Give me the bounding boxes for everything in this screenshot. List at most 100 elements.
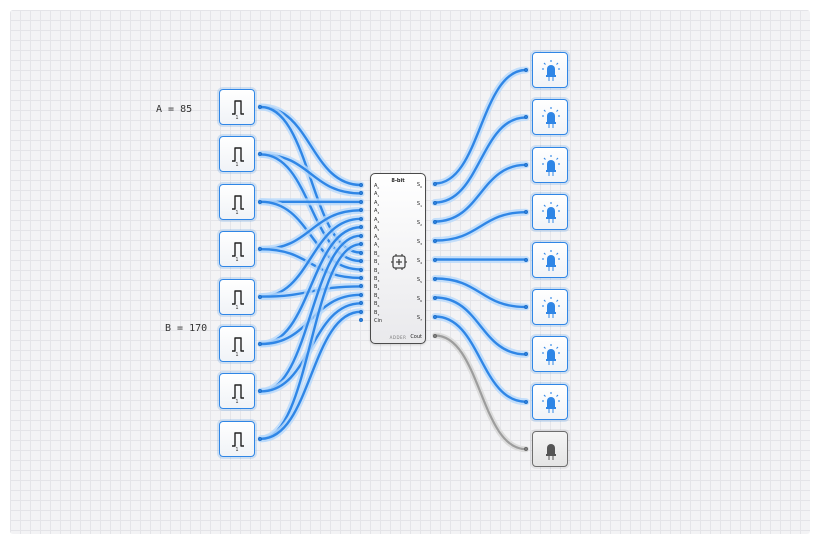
chip-output-port-s0[interactable] — [433, 181, 437, 186]
led-icon — [542, 107, 560, 129]
output-pin-s1: S1 — [416, 200, 422, 208]
switch-port-1[interactable] — [258, 152, 262, 157]
chip-output-port-cout[interactable] — [433, 333, 437, 338]
led-port-4[interactable] — [524, 257, 528, 262]
input-pin-a5: A5 — [374, 225, 380, 233]
input-pin-a0: A0 — [374, 183, 380, 190]
input-switch-2[interactable]: 1 — [219, 183, 255, 220]
chip-input-port-a6[interactable] — [359, 233, 363, 238]
output-led-4[interactable] — [532, 241, 568, 278]
chip-input-port-b5[interactable] — [359, 292, 363, 297]
output-led-5[interactable] — [532, 289, 568, 325]
chip-input-port-b2[interactable] — [359, 267, 363, 272]
led-port-8[interactable] — [524, 447, 528, 452]
output-pin-cout: Cout — [410, 333, 422, 340]
chip-input-port-a0[interactable] — [359, 183, 363, 187]
switch-port-3[interactable] — [258, 247, 262, 252]
chip-output-port-s3[interactable] — [433, 238, 437, 243]
output-led-8[interactable] — [532, 431, 568, 468]
output-pin-s5: S5 — [416, 276, 422, 284]
switch-value: 1 — [235, 352, 239, 358]
pulse-icon — [232, 337, 244, 352]
led-icon — [542, 202, 560, 224]
chip-input-port-b3[interactable] — [359, 275, 363, 280]
chip-input-port-a7[interactable] — [359, 242, 363, 247]
chip-input-port-b1[interactable] — [359, 259, 363, 264]
output-led-6[interactable] — [532, 336, 568, 373]
chip-input-port-a3[interactable] — [359, 208, 363, 213]
led-port-5[interactable] — [524, 305, 528, 309]
chip-input-port-b6[interactable] — [359, 301, 363, 306]
switch-port-0[interactable] — [258, 105, 262, 109]
input-pin-a6: A6 — [374, 233, 380, 241]
switch-value: 1 — [235, 257, 239, 264]
pulse-icon — [232, 147, 244, 163]
led-icon — [546, 444, 556, 461]
output-led-0[interactable] — [532, 52, 568, 88]
chip-input-port-b0[interactable] — [359, 250, 363, 255]
label-a: A = 85 — [156, 104, 193, 115]
chip-input-port-a5[interactable] — [359, 225, 363, 230]
output-led-3[interactable] — [532, 194, 568, 231]
chip-input-port-cin[interactable] — [359, 318, 363, 323]
chip-input-port-a4[interactable] — [359, 216, 363, 221]
chip-input-port-b7[interactable] — [359, 309, 363, 314]
led-port-7[interactable] — [524, 399, 528, 404]
chip-input-port-a1[interactable] — [359, 191, 363, 196]
input-pin-b0: B0 — [374, 250, 380, 258]
input-pin-cin: Cin — [374, 318, 383, 325]
output-led-7[interactable] — [532, 383, 568, 420]
input-pin-b3: B3 — [374, 275, 380, 283]
switch-port-2[interactable] — [258, 199, 262, 204]
input-switch-0[interactable]: 1 — [219, 89, 255, 125]
input-switch-6[interactable]: 1 — [219, 373, 255, 410]
output-led-1[interactable] — [532, 99, 568, 136]
pulse-icon — [232, 242, 244, 257]
input-pin-a4: A4 — [374, 216, 380, 224]
output-pin-s6: S6 — [416, 295, 422, 303]
input-switch-5[interactable]: 1 — [219, 326, 255, 362]
led-port-1[interactable] — [524, 115, 528, 120]
switch-port-7[interactable] — [258, 436, 262, 441]
chip-output-port-s1[interactable] — [433, 200, 437, 205]
chip-output-port-s5[interactable] — [433, 276, 437, 281]
switch-value: 1 — [235, 399, 239, 406]
led-icon — [542, 154, 560, 176]
output-pin-s2: S2 — [416, 219, 422, 227]
pulse-icon — [232, 432, 244, 447]
output-pin-s4: S4 — [416, 257, 422, 265]
switch-port-5[interactable] — [258, 342, 262, 346]
input-switch-3[interactable]: 1 — [219, 231, 255, 268]
led-port-6[interactable] — [524, 352, 528, 357]
switch-port-6[interactable] — [258, 389, 262, 394]
switch-port-4[interactable] — [258, 294, 262, 299]
pulse-icon — [232, 384, 244, 400]
switch-value: 1 — [235, 446, 239, 453]
switch-value: 1 — [235, 115, 239, 121]
input-pin-a7: A7 — [374, 242, 380, 250]
led-port-3[interactable] — [524, 210, 528, 215]
led-port-0[interactable] — [524, 68, 528, 72]
chip-input-port-a2[interactable] — [359, 199, 363, 204]
chip-output-port-s2[interactable] — [433, 219, 437, 224]
input-pin-a1: A1 — [374, 191, 380, 199]
output-pin-s3: S3 — [416, 238, 422, 246]
input-pin-a2: A2 — [374, 199, 380, 207]
output-led-2[interactable] — [532, 146, 568, 183]
switch-value: 1 — [235, 162, 239, 169]
chip-output-port-s7[interactable] — [433, 314, 437, 319]
chip-input-port-b4[interactable] — [359, 284, 363, 289]
input-switch-1[interactable]: 1 — [219, 136, 255, 173]
input-pin-a3: A3 — [374, 208, 380, 216]
switch-value: 1 — [235, 304, 239, 311]
chip-output-port-s4[interactable] — [433, 257, 437, 262]
input-switch-4[interactable]: 1 — [219, 278, 255, 315]
input-pin-b5: B5 — [374, 292, 380, 300]
input-switch-7[interactable]: 1 — [219, 420, 255, 457]
pulse-icon — [232, 195, 244, 210]
chip-output-port-s6[interactable] — [433, 295, 437, 300]
switch-value: 1 — [235, 209, 239, 216]
led-icon — [542, 249, 560, 271]
led-port-2[interactable] — [524, 162, 528, 167]
